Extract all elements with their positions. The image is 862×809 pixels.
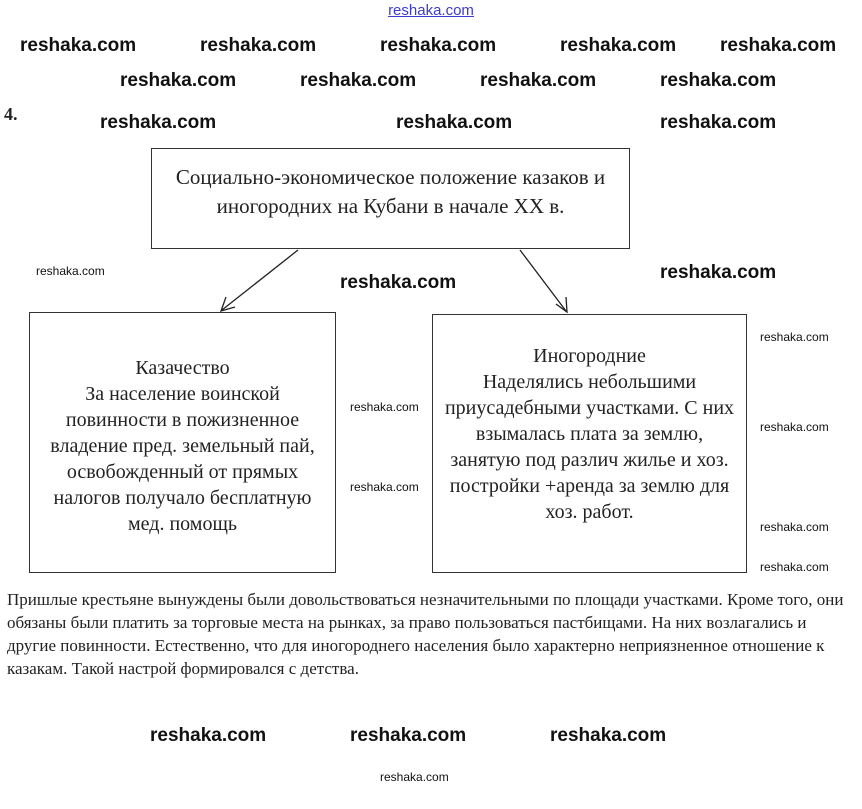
- watermark: reshaka.com: [20, 35, 137, 56]
- watermark: reshaka.com: [380, 35, 497, 56]
- watermark: reshaka.com: [760, 560, 829, 574]
- watermark: reshaka.com: [660, 70, 777, 91]
- cossacks-box: Казачество За население воинской повинно…: [29, 312, 336, 573]
- watermark: reshaka.com: [150, 725, 267, 746]
- watermark: reshaka.com: [660, 262, 777, 283]
- newcomers-box: Иногородние Наделялись небольшими приуса…: [432, 314, 747, 573]
- watermark: reshaka.com: [480, 70, 597, 91]
- watermark: reshaka.com: [760, 420, 829, 434]
- arrow-right: [519, 249, 567, 312]
- diagram-title: Социально-экономическое положение казако…: [175, 165, 606, 218]
- diagram-title-box: Социально-экономическое положение казако…: [151, 148, 630, 249]
- arrow-left-head: [219, 296, 236, 312]
- watermark: reshaka.com: [550, 725, 667, 746]
- explanation-paragraph: Пришлые крестьяне вынуждены были довольс…: [7, 590, 844, 678]
- watermark: reshaka.com: [350, 480, 419, 494]
- watermark: reshaka.com: [720, 35, 837, 56]
- watermark: reshaka.com: [120, 70, 237, 91]
- watermark: reshaka.com: [560, 35, 677, 56]
- watermark: reshaka.com: [200, 35, 317, 56]
- watermark: reshaka.com: [760, 520, 829, 534]
- watermark: reshaka.com: [350, 400, 419, 414]
- arrow-right-head: [555, 296, 568, 314]
- cossacks-text: За население воинской повинности в пожиз…: [50, 383, 315, 535]
- watermark: reshaka.com: [660, 112, 777, 133]
- watermark: reshaka.com: [100, 112, 217, 133]
- watermark: reshaka.com: [36, 264, 105, 278]
- watermark: reshaka.com: [380, 770, 449, 784]
- header-link[interactable]: reshaka.com: [388, 2, 474, 19]
- newcomers-text: Наделялись небольшими приусадебными учас…: [444, 371, 735, 523]
- task-number: 4.: [4, 104, 18, 124]
- watermark: reshaka.com: [300, 70, 417, 91]
- watermark: reshaka.com: [340, 272, 457, 293]
- watermark: reshaka.com: [760, 330, 829, 344]
- newcomers-heading: Иногородние: [533, 345, 646, 367]
- watermark: reshaka.com: [350, 725, 467, 746]
- arrow-left: [221, 249, 299, 311]
- watermark: reshaka.com: [396, 112, 513, 133]
- cossacks-heading: Казачество: [135, 357, 230, 379]
